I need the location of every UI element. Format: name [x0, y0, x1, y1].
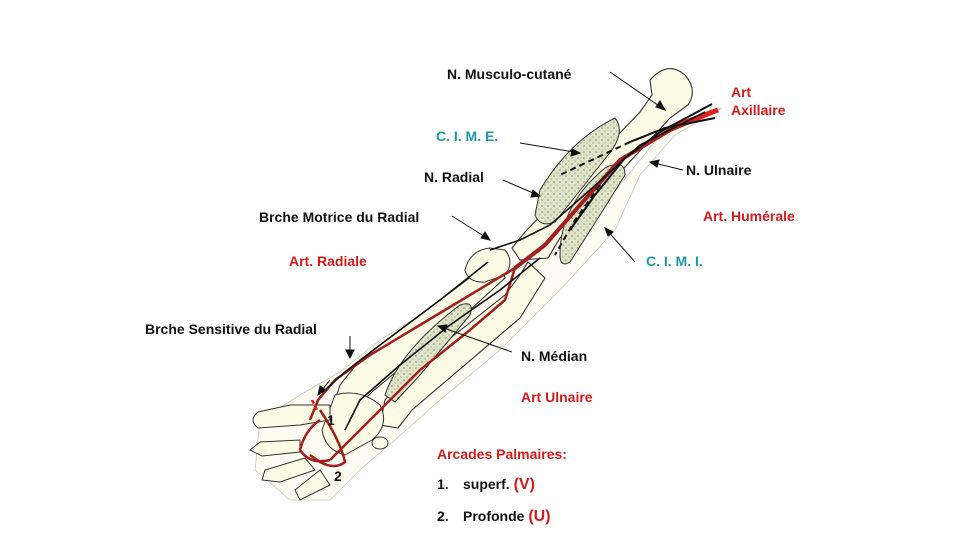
legend-title: Arcades Palmaires:	[437, 446, 567, 462]
legend-index: 2.	[437, 508, 449, 524]
thumb	[252, 404, 331, 429]
label-n-ulnaire: N. Ulnaire	[686, 162, 752, 178]
palmar-arches-legend: Arcades Palmaires: 1. superf. (V) 2. Profo…	[437, 446, 567, 540]
marker-1: 1	[327, 412, 335, 428]
legend-item-superficial: 1. superf. (V)	[437, 476, 567, 494]
median-nerve	[344, 257, 541, 431]
pointer-lines	[317, 71, 684, 397]
label-brche-sensitive: Brche Sensitive du Radial	[145, 321, 317, 337]
musculocutaneous-nerve	[629, 117, 716, 143]
label-cimi: C. I. M. I.	[646, 253, 703, 269]
elbow-joint	[464, 247, 511, 283]
ulnar-nerve-dashed	[554, 184, 601, 256]
label-n-median: N. Médian	[521, 348, 588, 364]
label-art-humerale: Art. Humérale	[703, 208, 795, 224]
label-art-axillaire-line2: Axillaire	[731, 102, 786, 118]
palmar-arch-dashed	[310, 399, 320, 413]
radial-sensory-branch	[324, 261, 489, 391]
radial-artery	[308, 266, 516, 421]
marker-2: 2	[334, 468, 342, 484]
radial-nerve	[489, 111, 706, 251]
label-cime: C. I. M. E.	[436, 128, 499, 144]
legend-code: (U)	[528, 508, 551, 525]
legend-text: Profonde	[463, 508, 529, 524]
label-art-radiale: Art. Radiale	[289, 253, 367, 269]
legend-code: (V)	[513, 476, 535, 493]
ulnar-artery	[329, 267, 517, 461]
legend-item-deep: 2. Profonde (U)	[437, 508, 567, 526]
label-art-axillaire-line1: Art	[731, 84, 752, 100]
interosseous-membrane	[384, 303, 472, 403]
label-brche-motrice: Brche Motrice du Radial	[259, 209, 420, 225]
legend-text: superf.	[463, 476, 514, 492]
label-n-radial: N. Radial	[424, 169, 484, 185]
deep-palmar-arch	[309, 409, 347, 468]
legend-index: 1.	[437, 476, 449, 492]
label-musculo-cutane: N. Musculo-cutané	[447, 66, 572, 82]
musculocutaneous-dashed	[559, 141, 631, 176]
label-art-ulnaire: Art Ulnaire	[521, 389, 593, 405]
pisiform-bone	[371, 436, 389, 450]
